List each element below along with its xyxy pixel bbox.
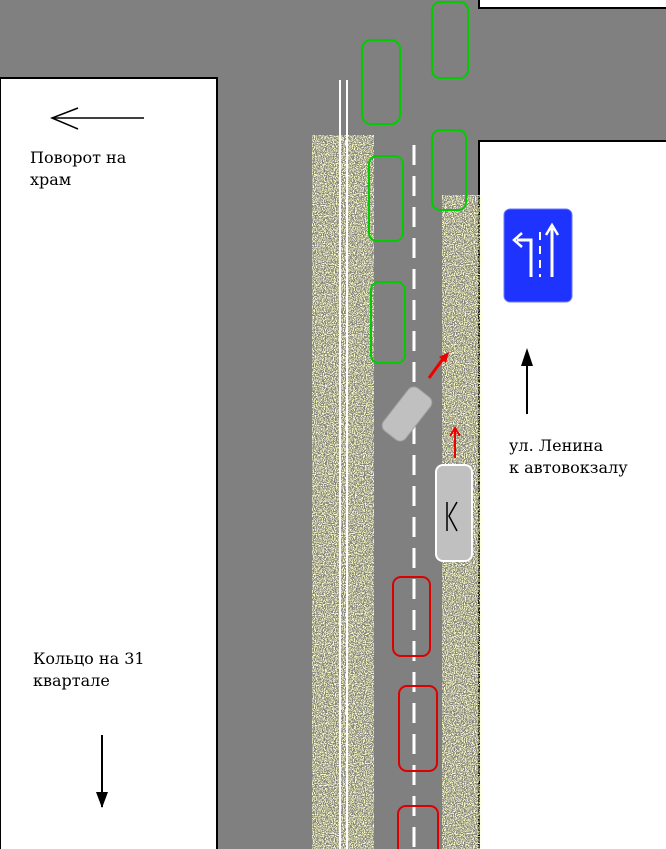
label-line: храм bbox=[30, 170, 72, 189]
temple-turn-label: Поворот на храм bbox=[30, 147, 126, 191]
arrow-head-icon bbox=[439, 352, 449, 363]
label-line: квартале bbox=[33, 671, 110, 690]
arrow-head-icon bbox=[449, 426, 461, 437]
grey-car-marked bbox=[435, 464, 473, 562]
top-right-block bbox=[478, 0, 666, 9]
green-car bbox=[361, 39, 401, 125]
green-car bbox=[370, 281, 406, 364]
lane-direction-sign-icon bbox=[503, 208, 573, 303]
label-line: Поворот на bbox=[30, 148, 127, 167]
green-car bbox=[431, 1, 469, 79]
red-car bbox=[392, 576, 431, 657]
red-car bbox=[397, 805, 439, 849]
snow-bank-center bbox=[312, 135, 374, 849]
grey-car-turning bbox=[381, 386, 433, 442]
arrow-down-icon bbox=[96, 735, 108, 808]
label-line: к автовокзалу bbox=[509, 458, 628, 477]
lenina-street-label: ул. Ленина к автовокзалу bbox=[509, 435, 628, 479]
label-line: Кольцо на 31 bbox=[33, 649, 145, 668]
green-car bbox=[431, 129, 467, 211]
red-car bbox=[398, 685, 438, 772]
label-line: ул. Ленина bbox=[509, 436, 604, 455]
accident-car-mark-icon bbox=[446, 501, 458, 532]
green-car bbox=[368, 155, 404, 242]
left-block bbox=[0, 77, 218, 849]
arrow-up-icon bbox=[521, 348, 533, 414]
ring-31-label: Кольцо на 31 квартале bbox=[33, 648, 145, 692]
arrow-left-icon bbox=[49, 107, 144, 130]
